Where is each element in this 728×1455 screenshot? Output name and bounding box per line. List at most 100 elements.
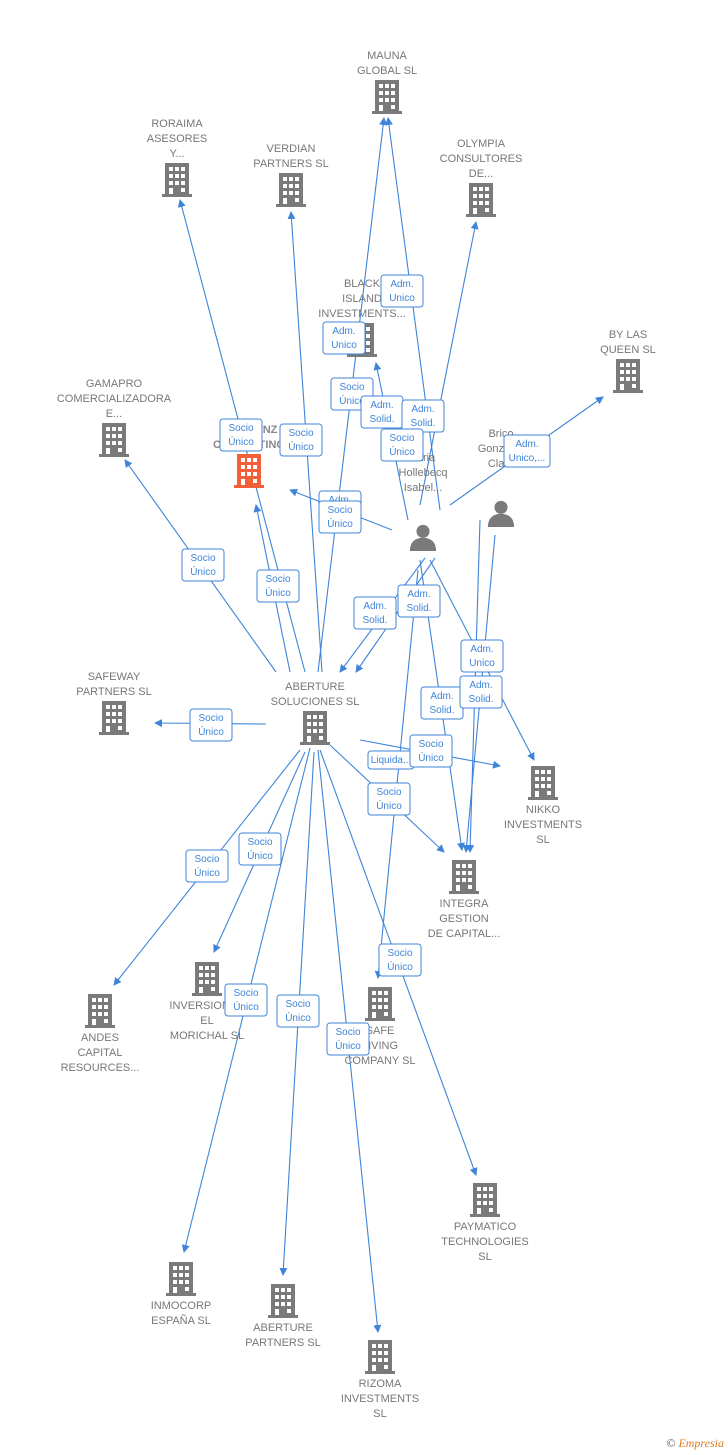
node-label: RORAIMA [151,118,203,130]
edge-label[interactable]: Adm.Solid. [360,395,404,429]
node-label: SOLUCIONES SL [271,696,360,708]
edge-label[interactable]: Adm.Unico [460,639,504,673]
node-laria[interactable]: LariaHollebecqIsabel... [399,452,448,551]
node-label: TECHNOLOGIES [441,1236,528,1248]
edge-label[interactable]: Adm.Solid. [397,584,441,618]
edge-label-box [380,274,424,308]
edge-label-text: Adm. [411,404,434,415]
edge-label-text: Socio [376,787,401,798]
node-label: QUEEN SL [600,344,656,356]
edge-label-text: Adm. [390,279,413,290]
node-label: RESOURCES... [61,1062,140,1074]
edge-label[interactable]: Liquida... [367,750,415,770]
building-icon [449,860,479,894]
building-icon [365,987,395,1021]
node-label: INVESTMENTS [504,819,582,831]
node-roraima[interactable]: RORAIMAASESORESY... [147,118,208,197]
node-label: PARTNERS SL [253,158,328,170]
edge-label-text: Único [418,751,444,764]
edge-label-text: Solid. [410,418,435,429]
edge-label-text: Único [233,1000,259,1013]
node-black[interactable]: BLACKISLANDINVESTMENTS... [318,278,406,357]
edge-label[interactable]: Adm.Unico,... [503,434,551,468]
node-label: CONSULTORES [440,153,523,165]
edge-label-text: Único [339,394,365,407]
edge-label-box [503,434,551,468]
building-icon [99,701,129,735]
edge-label[interactable]: Adm.Unico [380,274,424,308]
building-icon [192,962,222,996]
node-gamapro[interactable]: GAMAPROCOMERCIALIZADORAE... [57,378,172,457]
edge-label-text: Socio [247,837,272,848]
node-label: MORICHAL SL [170,1030,244,1042]
edge-label-text: Socio [387,948,412,959]
edge-label-box [459,675,503,709]
node-olympia[interactable]: OLYMPIACONSULTORESDE... [440,138,523,217]
footer-credit: © Empresia [666,1436,724,1451]
node-label: MAUNA [367,50,407,62]
node-andes[interactable]: ANDESCAPITALRESOURCES... [61,994,140,1074]
edge-label-text: Unico [469,658,495,669]
edge-label-box [224,983,268,1017]
edge-label-text: Único [288,440,314,453]
building-icon [268,1284,298,1318]
edge-label[interactable]: Adm.Solid. [420,686,464,720]
relation-edge [374,569,419,979]
edge-label-text: Único [387,960,413,973]
brand-logo[interactable]: Empresia [678,1436,724,1450]
node-label: PARTNERS SL [245,1337,320,1349]
node-label: INMOCORP [151,1300,212,1312]
node-label: LIVING [362,1040,398,1052]
node-label: Y... [169,148,184,160]
node-label: COMERCIALIZADORA [57,393,172,405]
edge-label-text: Único [335,1039,361,1052]
node-label: DE CAPITAL... [428,928,501,940]
edge-label-text: Adm. [407,589,430,600]
relation-edge [419,221,479,506]
edge-label-text: Único [247,849,273,862]
edge-label-text: Socio [265,574,290,585]
edge-label[interactable]: Adm.Solid. [353,596,397,630]
edge-label-box [378,943,422,977]
edge-label-text: Socio [418,739,443,750]
building-icon [234,454,264,488]
edge-label[interactable]: Adm. Solid. [401,399,445,433]
edge-label[interactable]: Adm.Solid. [459,675,503,709]
building-icon [470,1183,500,1217]
edge-label-text: Socio [327,505,352,516]
edge-label-text: Adm. [370,400,393,411]
building-icon [300,711,330,745]
edge-label[interactable]: Adm.Unico [322,321,366,355]
node-label: SL [478,1251,491,1263]
building-icon [372,80,402,114]
edge-label-text: Socio [339,382,364,393]
node-label: ISLAND [342,293,382,305]
